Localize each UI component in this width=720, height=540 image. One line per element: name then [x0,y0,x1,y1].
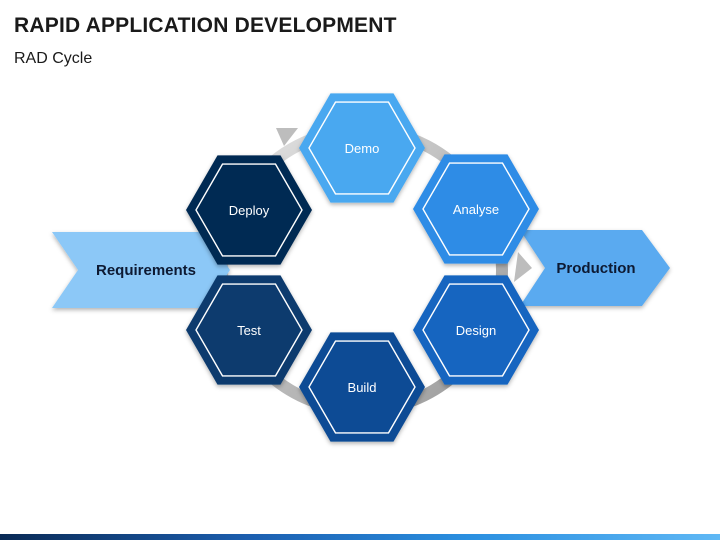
stage-design-hexagon [413,275,539,385]
stage-deploy-inner-outline [195,163,303,257]
stage-design-label: Design [456,323,496,338]
stage-analyse-hexagon [413,154,539,264]
production-arrow: Production [520,230,670,306]
bottom-accent-bar [0,534,720,540]
stage-analyse-inner-outline [422,162,530,256]
stage-demo: Demo [299,93,425,203]
stage-deploy: Deploy [186,155,312,265]
stage-demo-inner-outline [308,101,416,195]
stage-test: Test [186,275,312,385]
page-subtitle: RAD Cycle [14,50,93,67]
production-label: Production [556,260,635,277]
stage-test-label: Test [237,323,261,338]
page-title: RAPID APPLICATION DEVELOPMENT [14,14,397,37]
stage-demo-hexagon [299,93,425,203]
stage-build: Build [299,332,425,442]
stage-build-inner-outline [308,340,416,434]
stage-build-label: Build [348,380,377,395]
cycle-arrowhead-right-icon [514,252,532,282]
stage-deploy-label: Deploy [229,203,270,218]
stage-deploy-hexagon [186,155,312,265]
cycle-arrowhead-icon [276,128,298,146]
requirements-arrow: Requirements [52,232,230,308]
stage-design-inner-outline [422,283,530,377]
stage-build-hexagon [299,332,425,442]
stage-test-inner-outline [195,283,303,377]
stage-demo-label: Demo [345,141,380,156]
requirements-label: Requirements [96,262,196,279]
stage-analyse-label: Analyse [453,202,499,217]
stage-design: Design [413,275,539,385]
stage-test-hexagon [186,275,312,385]
stage-analyse: Analyse [413,154,539,264]
